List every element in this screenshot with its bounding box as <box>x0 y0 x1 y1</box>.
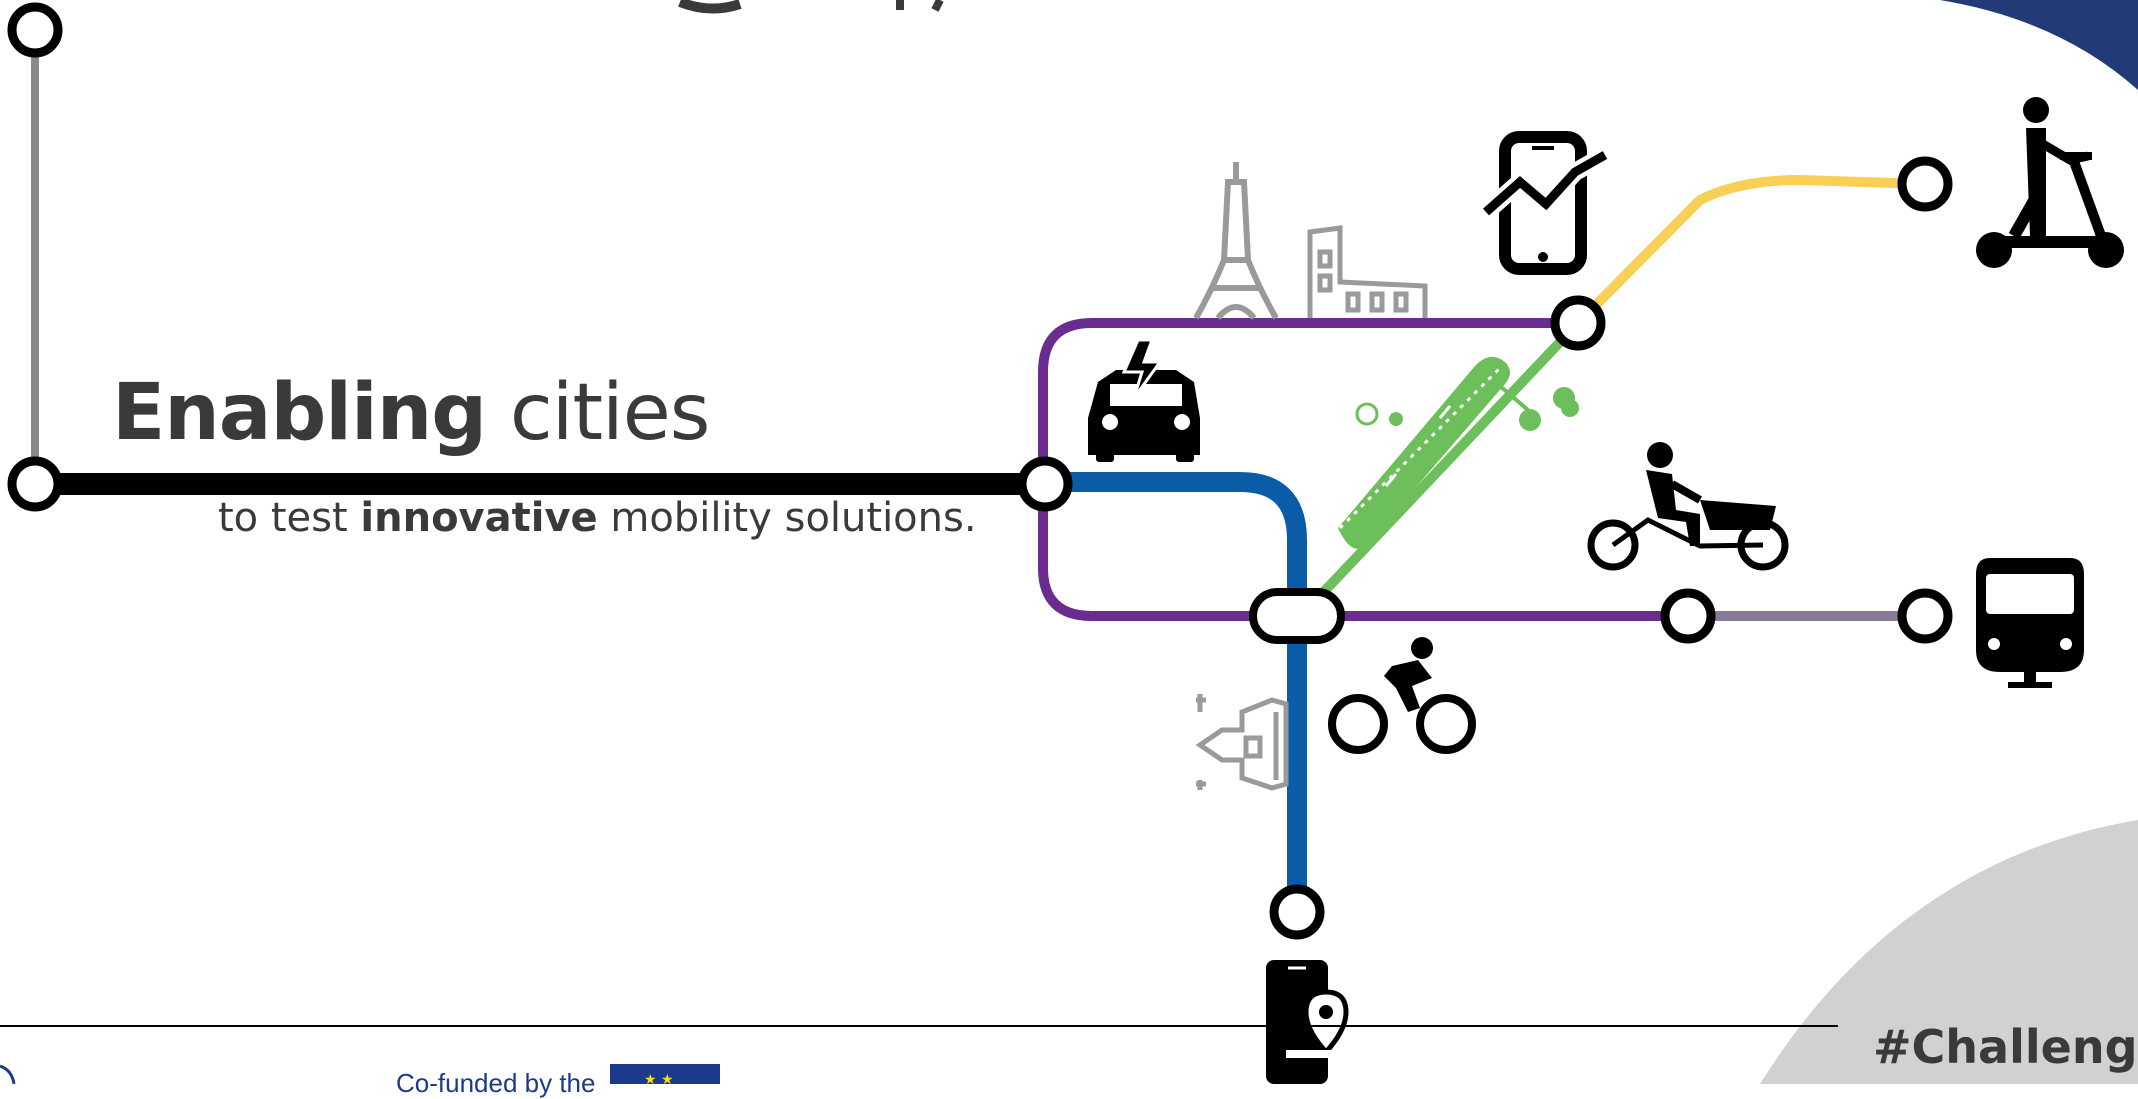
station-purple-top <box>1550 295 1606 351</box>
subheadline: to test innovative mobility solutions. <box>218 495 977 541</box>
station-scooter <box>1897 156 1953 212</box>
kick-scooter-icon <box>1976 97 2124 268</box>
phone-location-icon <box>1266 960 1349 1084</box>
tram-icon <box>1976 558 2084 688</box>
station-junction <box>1017 456 1073 512</box>
green-line <box>1314 319 1582 602</box>
green-train-icon <box>1338 356 1579 549</box>
grey-corner-shape <box>1760 820 2138 1084</box>
navy-corner-shape <box>1940 0 2138 90</box>
station-bottom <box>1269 884 1325 940</box>
station-mid-right <box>1660 588 1716 644</box>
cropped-title-fragment <box>678 0 742 14</box>
lighthouse-icon <box>1195 694 1289 791</box>
headline: Enabling cities <box>112 368 710 458</box>
interchange-station <box>1249 588 1345 644</box>
yellow-line <box>1574 174 1926 327</box>
e-car-icon <box>1088 338 1200 462</box>
cargo-bike-icon <box>1587 442 1789 571</box>
station-top-left <box>7 2 63 58</box>
cyclist-icon <box>1328 637 1476 754</box>
footer-logo-fragment <box>0 1064 16 1084</box>
station-left <box>7 456 63 512</box>
eu-flag-icon <box>610 1064 720 1084</box>
eu-flag-stars: ★ ★ <box>644 1072 674 1084</box>
hashtag-label: #ChallengeM <box>1873 1020 2138 1074</box>
colosseum-icon <box>1307 225 1428 318</box>
eiffel-tower-icon <box>1193 162 1279 321</box>
smartphone-chart-icon <box>1480 131 1608 275</box>
cropped-title-fragment-2 <box>896 0 944 12</box>
station-tram <box>1897 588 1953 644</box>
blue-line <box>1045 472 1307 912</box>
